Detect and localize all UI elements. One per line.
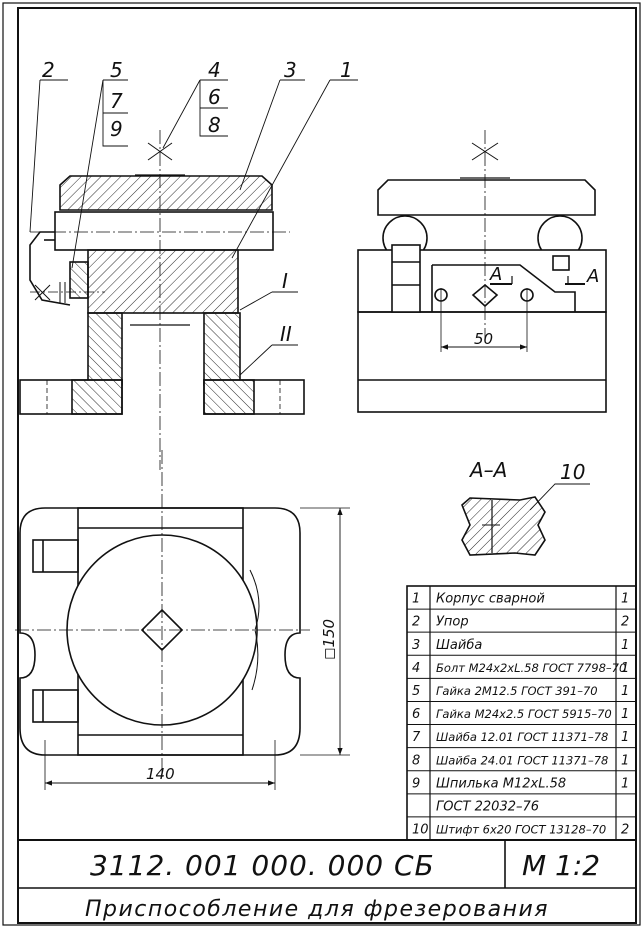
parts-pos: 2 [412, 615, 420, 630]
parts-pos: 6 [412, 707, 420, 722]
side-view [357, 130, 607, 413]
parts-qty: 1 [621, 730, 629, 745]
stop-bar-part-2 [54, 211, 274, 251]
top-view-labels: 140 ◻150 [146, 619, 338, 783]
washer-part-3 [59, 175, 273, 211]
leaders-front [29, 79, 358, 376]
callout-5: 5 [110, 58, 123, 82]
parts-qty: 1 [621, 638, 629, 653]
parts-name: Упор [436, 615, 469, 630]
drawing-scale: М 1:2 [522, 849, 600, 882]
front-view [19, 130, 305, 470]
callout-9: 9 [110, 117, 123, 141]
parts-qty: 1 [621, 661, 629, 676]
parts-pos: 1 [412, 592, 420, 607]
parts-pos: 4 [412, 661, 420, 676]
parts-name: Шайба 12.01 ГОСТ 11371–78 [436, 730, 608, 744]
section-view [461, 483, 590, 556]
parts-name: Корпус сварной [436, 592, 545, 607]
parts-pos: 9 [412, 776, 420, 791]
parts-qty: 2 [621, 823, 629, 838]
parts-qty: 1 [621, 684, 629, 699]
drawing-title: Приспособление для фрезерования [85, 897, 549, 922]
parts-qty: 1 [621, 707, 629, 722]
parts-pos: 3 [412, 638, 420, 653]
side-washer [377, 179, 596, 216]
callout-8: 8 [208, 113, 221, 137]
dim-width: 140 [146, 765, 175, 783]
section-labels: A–A 10 [468, 458, 585, 484]
callout-2: 2 [42, 58, 55, 82]
callout-labels: 2 5 7 9 4 6 8 3 1 I II [42, 58, 353, 346]
parts-list: 1 Корпус сварной 1 2 Упор 2 3 Шайба 1 4 Болт М24x2… [407, 592, 636, 838]
parts-qty: 1 [621, 592, 629, 607]
callout-4: 4 [208, 58, 221, 82]
parts-name: Болт М24x2xL.58 ГОСТ 7798–70 [436, 661, 626, 675]
parts-name: Шайба [436, 638, 482, 653]
parts-pos: 8 [412, 753, 420, 768]
callout-6: 6 [208, 85, 221, 109]
parts-pos: 10 [412, 823, 429, 838]
callout-7: 7 [110, 89, 123, 113]
parts-name: Гайка 2М12.5 ГОСТ 391–70 [436, 684, 598, 698]
section-marker-right: A [586, 266, 599, 287]
parts-name: Шайба 24.01 ГОСТ 11371–78 [436, 753, 608, 767]
right-leg [203, 312, 241, 386]
callout-3: 3 [284, 58, 297, 82]
parts-name: Гайка М24x2.5 ГОСТ 5915–70 [436, 707, 612, 721]
parts-name: Шпилька М12xL.58 [436, 776, 566, 791]
body-block-part-1 [87, 249, 239, 314]
section-title: A–A [468, 458, 507, 482]
left-leg [87, 312, 123, 386]
title-block [18, 839, 636, 889]
callout-1: 1 [340, 58, 353, 82]
parts-name: Штифт 6x20 ГОСТ 13128–70 [436, 823, 606, 837]
nut-part-5 [69, 261, 89, 299]
parts-name: ГОСТ 22032–76 [436, 799, 539, 814]
parts-qty: 1 [621, 753, 629, 768]
drawing-designation: 3112. 001 000. 000 СБ [90, 849, 435, 882]
surface-mark-1: I [282, 269, 288, 293]
callout-10: 10 [560, 460, 585, 484]
parts-qty: 2 [621, 615, 629, 630]
parts-pos: 5 [412, 684, 420, 699]
dim-hole-spacing: 50 [474, 330, 493, 348]
parts-qty: 1 [621, 776, 629, 791]
top-view [15, 450, 350, 790]
side-view-labels: A A 50 [474, 264, 599, 348]
parts-pos: 7 [412, 730, 421, 745]
section-marker-left: A [489, 264, 502, 285]
surface-mark-2: II [280, 322, 292, 346]
dim-height: ◻150 [320, 619, 338, 660]
title-block-text: 3112. 001 000. 000 СБ М 1:2 Приспособлен… [85, 849, 600, 922]
